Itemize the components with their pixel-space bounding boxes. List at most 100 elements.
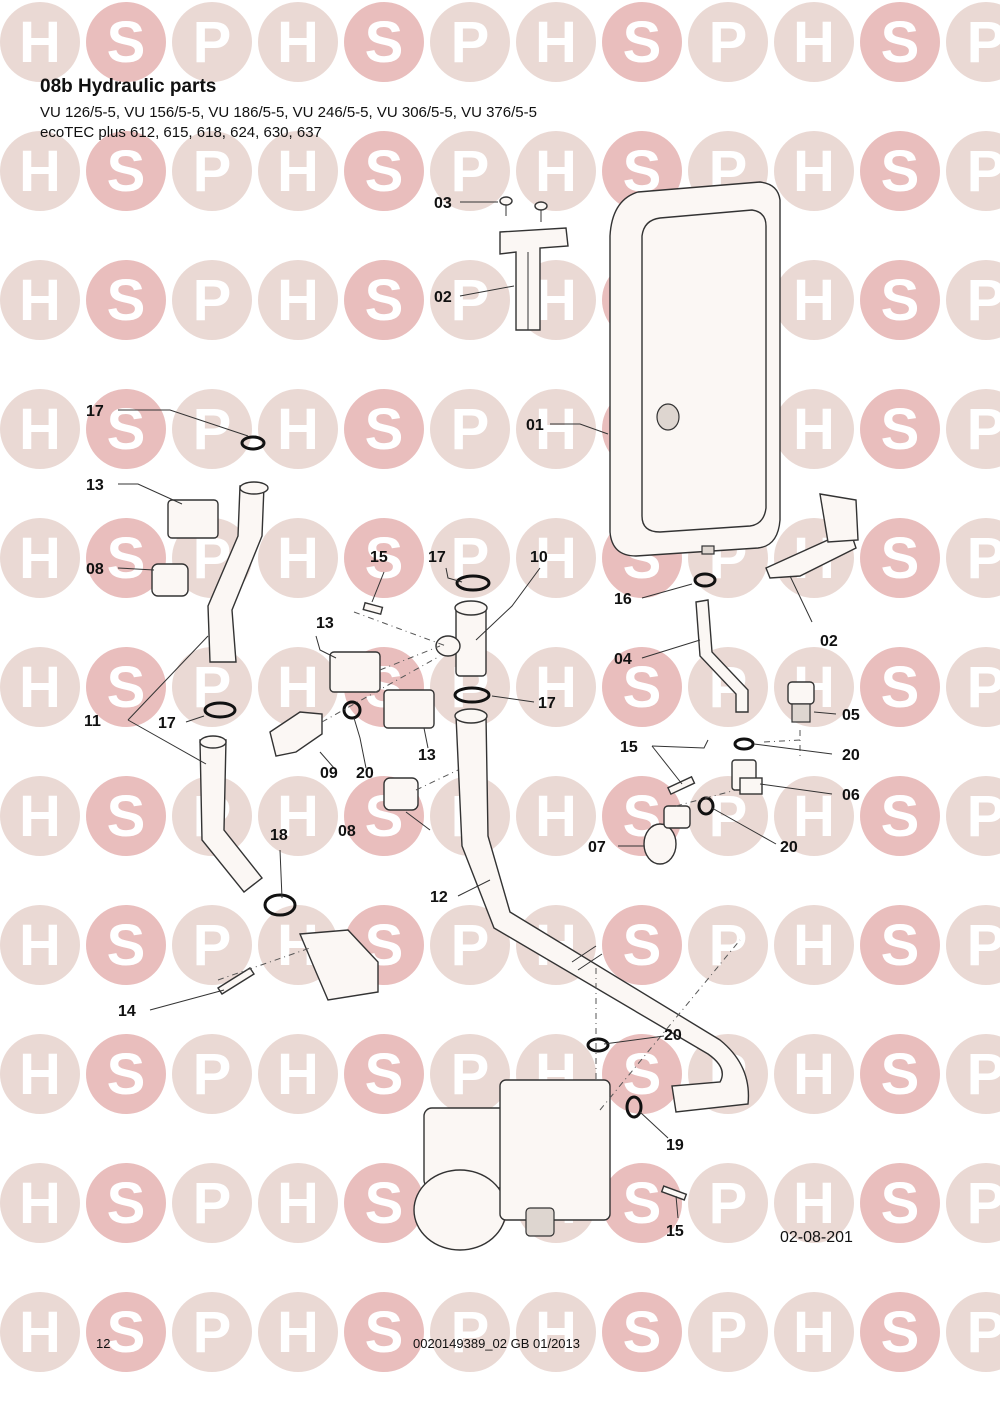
watermark-circle (172, 2, 252, 82)
callout-19: 19 (666, 1137, 684, 1154)
watermark-letter: H (793, 397, 835, 462)
watermark-letter: H (793, 139, 835, 204)
watermark-circle (946, 518, 1000, 598)
callout-05: 05 (842, 707, 860, 724)
watermark-circle (860, 131, 940, 211)
watermark-circle (860, 1292, 940, 1372)
watermark-letter: S (107, 139, 146, 204)
watermark-circle (860, 776, 940, 856)
watermark-circle (172, 1292, 252, 1372)
watermark-letter: H (277, 10, 319, 75)
callout-10: 10 (530, 549, 548, 566)
watermark-letter: S (107, 1300, 146, 1365)
watermark-circle (860, 389, 940, 469)
valve-part-05 (787, 681, 815, 723)
watermark-circle (774, 260, 854, 340)
clip-part-13b (329, 651, 381, 693)
watermark-letter: H (19, 1171, 61, 1236)
watermark-letter: P (193, 1042, 232, 1107)
connector-part (298, 929, 379, 1001)
pipe-part-12 (455, 715, 750, 1113)
filter-part-07 (643, 805, 691, 865)
watermark-circle (774, 905, 854, 985)
watermark-circle (430, 260, 510, 340)
watermark-circle (0, 1034, 80, 1114)
watermark-letter: S (107, 1171, 146, 1236)
watermark-circle (774, 1034, 854, 1114)
pin-part-15c (660, 1185, 688, 1201)
watermark-circle (0, 389, 80, 469)
callout-15-middle: 15 (370, 549, 388, 566)
clip-part-08 (151, 563, 189, 597)
watermark-letter: S (365, 1300, 404, 1365)
watermark-letter: S (107, 913, 146, 978)
watermark-circle (946, 776, 1000, 856)
watermark-circle (0, 2, 80, 82)
model-list-vu: VU 126/5-5, VU 156/5-5, VU 186/5-5, VU 2… (40, 104, 537, 121)
watermark-letter: H (19, 784, 61, 849)
watermark-circle (516, 131, 596, 211)
watermark-letter: S (623, 1300, 662, 1365)
watermark-letter: P (451, 268, 490, 333)
watermark-circle (258, 131, 338, 211)
watermark-letter: S (107, 268, 146, 333)
watermark-letter: P (193, 913, 232, 978)
page-number: 12 (96, 1336, 111, 1351)
watermark-letter: H (277, 655, 319, 720)
watermark-circle (774, 776, 854, 856)
callout-17-middle: 17 (428, 549, 446, 566)
watermark-letter: P (967, 1300, 1000, 1365)
watermark-letter: P (967, 913, 1000, 978)
callout-02-top: 02 (434, 289, 452, 306)
callout-16: 16 (614, 591, 632, 608)
watermark-circle (172, 1163, 252, 1243)
watermark-circle (688, 1163, 768, 1243)
watermark-letter: P (193, 1171, 232, 1236)
watermark-letter: S (107, 784, 146, 849)
watermark-circle (86, 1292, 166, 1372)
pin-part-15b (667, 775, 696, 796)
watermark-letter: H (535, 268, 577, 333)
watermark-letter: P (193, 139, 232, 204)
watermark-letter: P (967, 10, 1000, 75)
watermark-circle (0, 1292, 80, 1372)
bracket-part-top (499, 227, 569, 331)
watermark-circle (86, 1034, 166, 1114)
watermark-circle (86, 776, 166, 856)
watermark-circle (344, 1034, 424, 1114)
watermark-circle (516, 518, 596, 598)
callout-17-top: 17 (86, 403, 104, 420)
watermark-letter: S (107, 10, 146, 75)
callout-07: 07 (588, 839, 606, 856)
watermark-letter: S (881, 1042, 920, 1107)
watermark-letter: P (709, 10, 748, 75)
callout-04: 04 (614, 651, 632, 668)
watermark-circle (172, 131, 252, 211)
watermark-circle (516, 1292, 596, 1372)
watermark-circle (946, 389, 1000, 469)
watermark-letter: S (365, 397, 404, 462)
watermark-circle (602, 1163, 682, 1243)
callout-15-bottom: 15 (666, 1223, 684, 1240)
diagram-reference: 02-08-201 (780, 1229, 853, 1246)
callout-20-right-upper: 20 (842, 747, 860, 764)
watermark-circle (86, 131, 166, 211)
watermark-letter: S (881, 10, 920, 75)
screw-part (499, 196, 548, 222)
callout-17-right: 17 (538, 695, 556, 712)
watermark-circle (344, 1292, 424, 1372)
watermark-circle (516, 2, 596, 82)
watermark-circle (774, 1163, 854, 1243)
watermark-letter: H (277, 784, 319, 849)
watermark-circle (946, 1292, 1000, 1372)
watermark-letter: P (709, 1300, 748, 1365)
watermark-letter: H (19, 655, 61, 720)
watermark-circle (258, 260, 338, 340)
callout-08-lower: 08 (338, 823, 356, 840)
watermark-letter: S (881, 1171, 920, 1236)
watermark-circle (86, 518, 166, 598)
callout-09: 09 (320, 765, 338, 782)
watermark-circle (430, 389, 510, 469)
watermark-circle (774, 2, 854, 82)
watermark-letter: S (881, 397, 920, 462)
